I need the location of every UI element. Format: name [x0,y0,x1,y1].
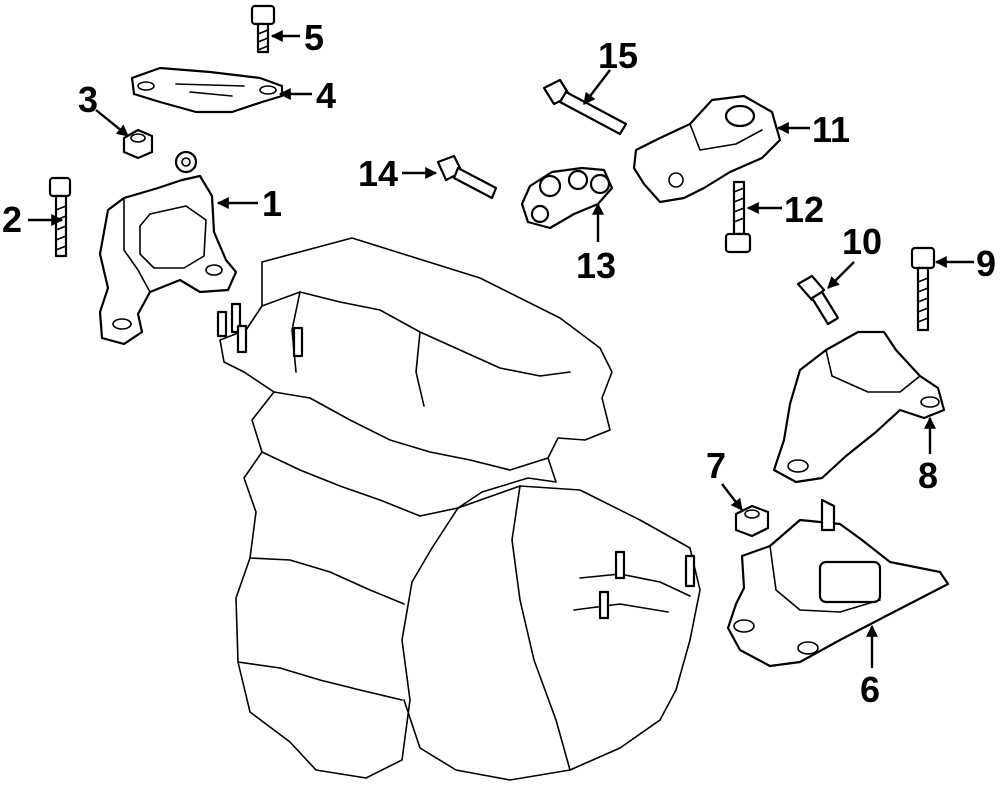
callout-12: 12 [784,189,824,230]
callout-6: 6 [860,669,880,710]
bolt-part-5 [250,4,276,54]
engine-mount-part-1 [98,150,238,346]
callout-10: 10 [842,221,882,262]
callout-9: 9 [976,243,996,284]
callout-labels: 1 2 3 4 5 6 7 8 9 10 11 12 13 14 15 [2,17,996,710]
bolt-part-12 [724,180,752,254]
callout-2: 2 [2,199,22,240]
transmission-mount-part-6 [726,498,950,668]
callout-8: 8 [918,455,938,496]
bolt-part-2 [48,176,72,258]
mount-part-8 [772,330,946,484]
bracket-part-4 [130,66,284,114]
callout-11: 11 [812,109,850,150]
callout-15: 15 [598,35,638,76]
callout-1: 1 [262,183,282,224]
callout-4: 4 [316,75,336,116]
leader-lines [28,30,974,668]
nut-part-7 [734,504,770,538]
callout-13: 13 [576,245,616,286]
bolt-part-15 [542,78,628,136]
callout-7: 7 [706,445,726,486]
callout-14: 14 [358,153,398,194]
bolt-part-9 [910,246,936,332]
upper-mount-part-11 [632,94,782,204]
callout-5: 5 [304,17,324,58]
bolt-part-10 [796,274,840,326]
callout-3: 3 [78,79,98,120]
nut-part-3 [122,128,154,160]
engine-block-outline [216,237,701,781]
bracket-part-13 [520,166,614,230]
bolt-part-14 [436,154,498,200]
